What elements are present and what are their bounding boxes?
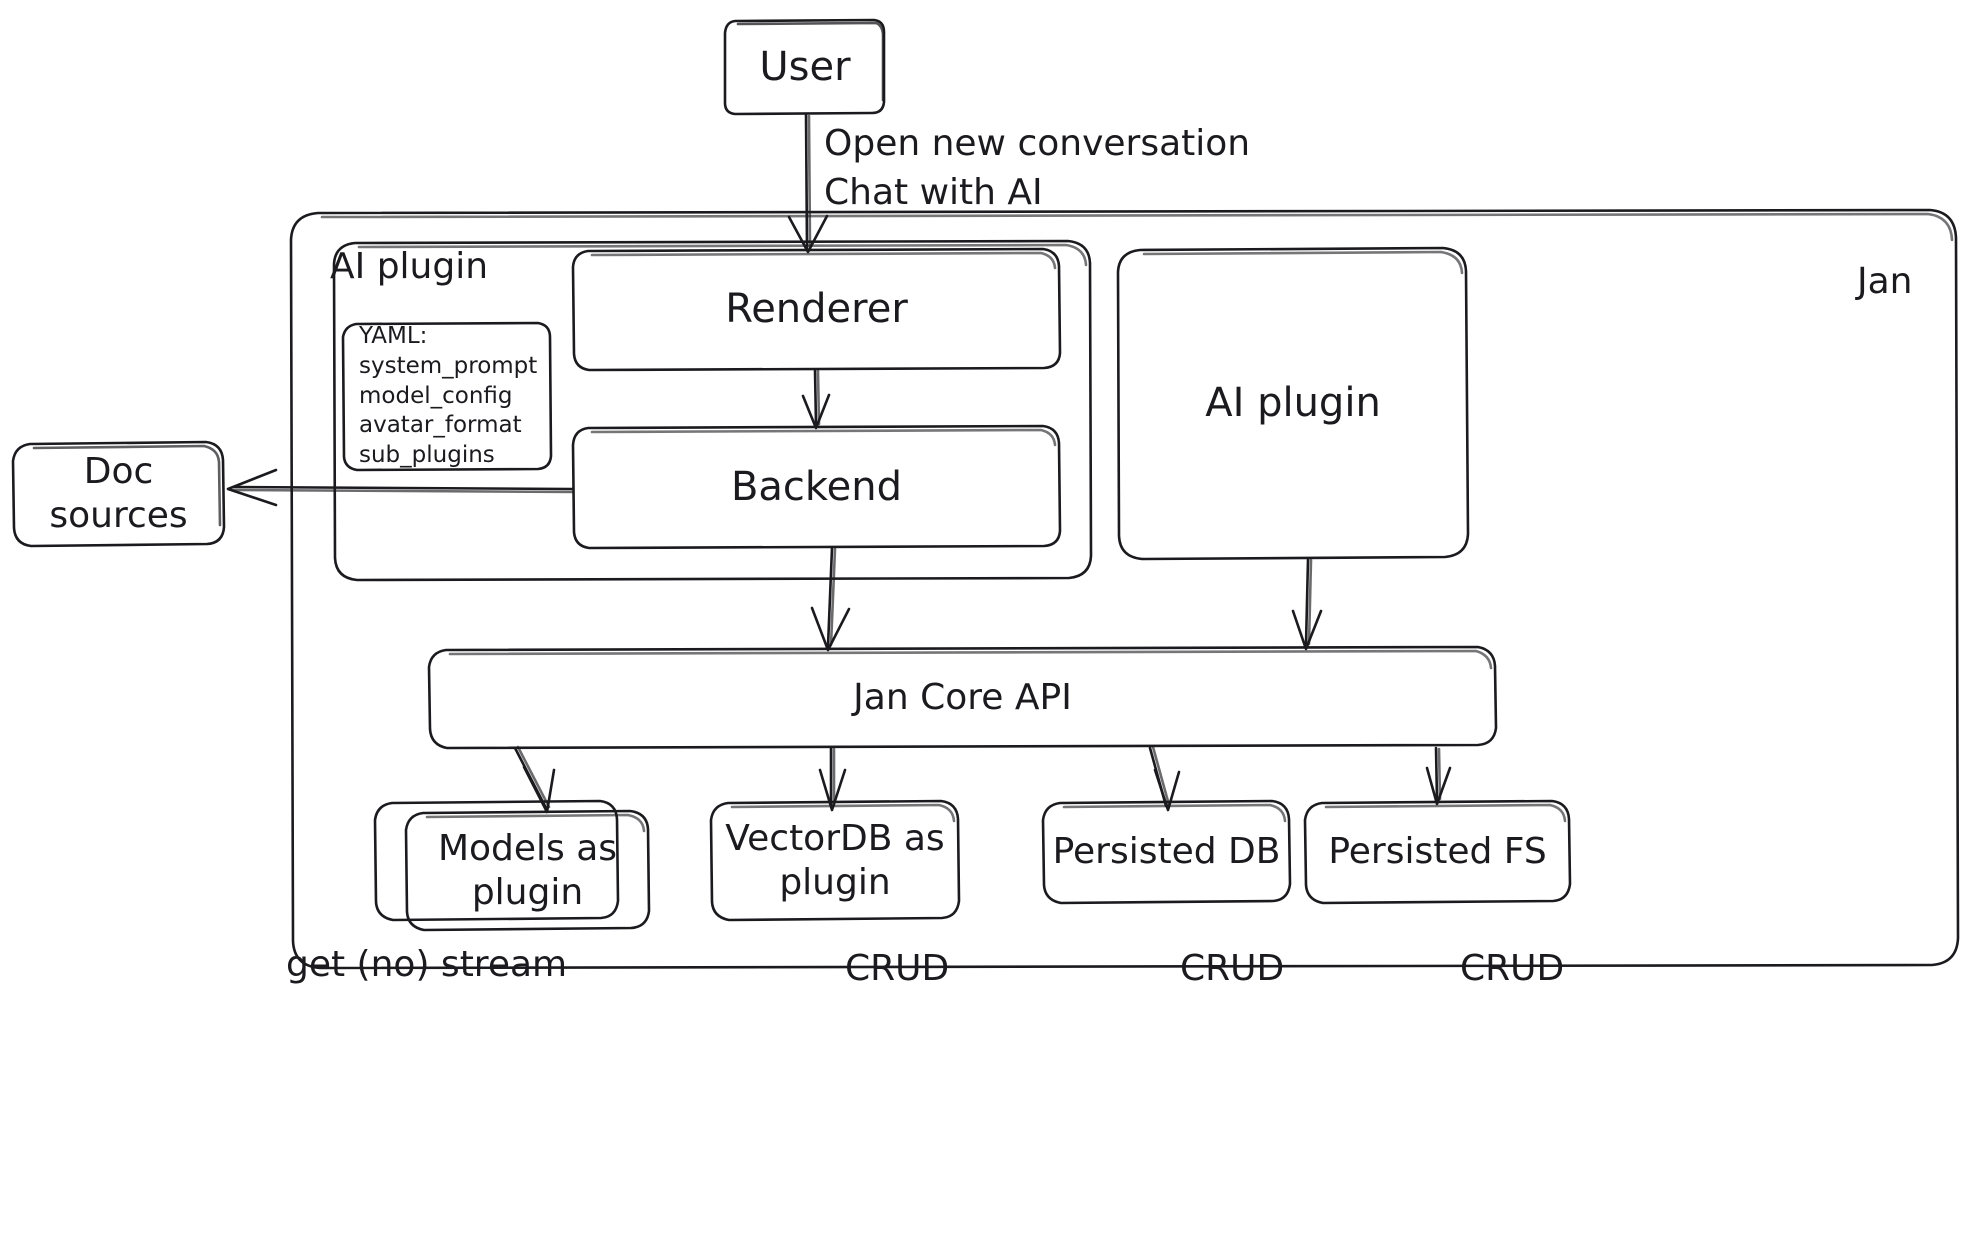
node-jan-core-api-label: Jan Core API: [853, 676, 1072, 718]
yaml-card-line-1: model_config: [359, 382, 513, 409]
arrow-core-to-models: [513, 745, 556, 814]
arrow-user-to-renderer: [787, 112, 829, 254]
ai-plugin-group-label: AI plugin: [330, 246, 489, 287]
node-ai-plugin-right-label: AI plugin: [1205, 380, 1381, 427]
node-persisted-db-label: Persisted DB: [1052, 831, 1281, 873]
node-backend-label: Backend: [730, 463, 903, 510]
yaml-card-line-2: avatar_format: [359, 412, 522, 439]
edge-label-core-to-persisted-db: CRUD: [1180, 948, 1285, 989]
node-user[interactable]: User: [725, 20, 885, 115]
node-models-plugin-label: Models as plugin: [437, 827, 618, 913]
node-vectordb-plugin[interactable]: VectorDB as plugin: [711, 801, 959, 920]
node-renderer-label: Renderer: [725, 286, 908, 333]
arrow-backend-to-core: [810, 546, 851, 652]
node-doc-sources-label: Doc sources: [49, 451, 188, 536]
node-backend[interactable]: Backend: [573, 426, 1060, 548]
node-vectordb-plugin-label: VectorDB as plugin: [725, 817, 945, 903]
arrow-renderer-to-backend: [801, 368, 831, 430]
yaml-card-heading: YAML:: [359, 322, 428, 349]
node-jan-core-api[interactable]: Jan Core API: [429, 647, 1496, 748]
node-ai-plugin-right[interactable]: AI plugin: [1118, 248, 1468, 559]
arrow-ai-plugin-to-core: [1291, 557, 1323, 651]
yaml-card-line-3: sub_plugins: [359, 442, 495, 469]
edge-label-core-to-models: get (no) stream: [286, 944, 568, 985]
edge-label-core-to-vectordb: CRUD: [845, 948, 950, 989]
node-doc-sources[interactable]: Doc sources: [13, 442, 224, 546]
node-persisted-fs[interactable]: Persisted FS: [1305, 801, 1570, 903]
arrow-backend-to-doc-sources: [226, 468, 575, 507]
node-persisted-fs-label: Persisted FS: [1328, 831, 1547, 873]
yaml-card-line-0: system_prompt: [359, 352, 538, 379]
yaml-card: YAML: system_prompt model_config avatar_…: [343, 323, 551, 470]
node-user-label: User: [759, 44, 851, 91]
node-models-plugin[interactable]: Models as plugin: [406, 811, 649, 930]
edge-label-user-to-renderer: Open new conversation Chat with AI: [824, 123, 1251, 213]
jan-container-label: Jan: [1857, 261, 1913, 302]
node-renderer[interactable]: Renderer: [573, 249, 1060, 370]
arrow-core-to-persisted-fs: [1425, 746, 1452, 806]
edge-label-core-to-persisted-fs: CRUD: [1460, 948, 1565, 989]
node-persisted-db[interactable]: Persisted DB: [1043, 801, 1290, 903]
